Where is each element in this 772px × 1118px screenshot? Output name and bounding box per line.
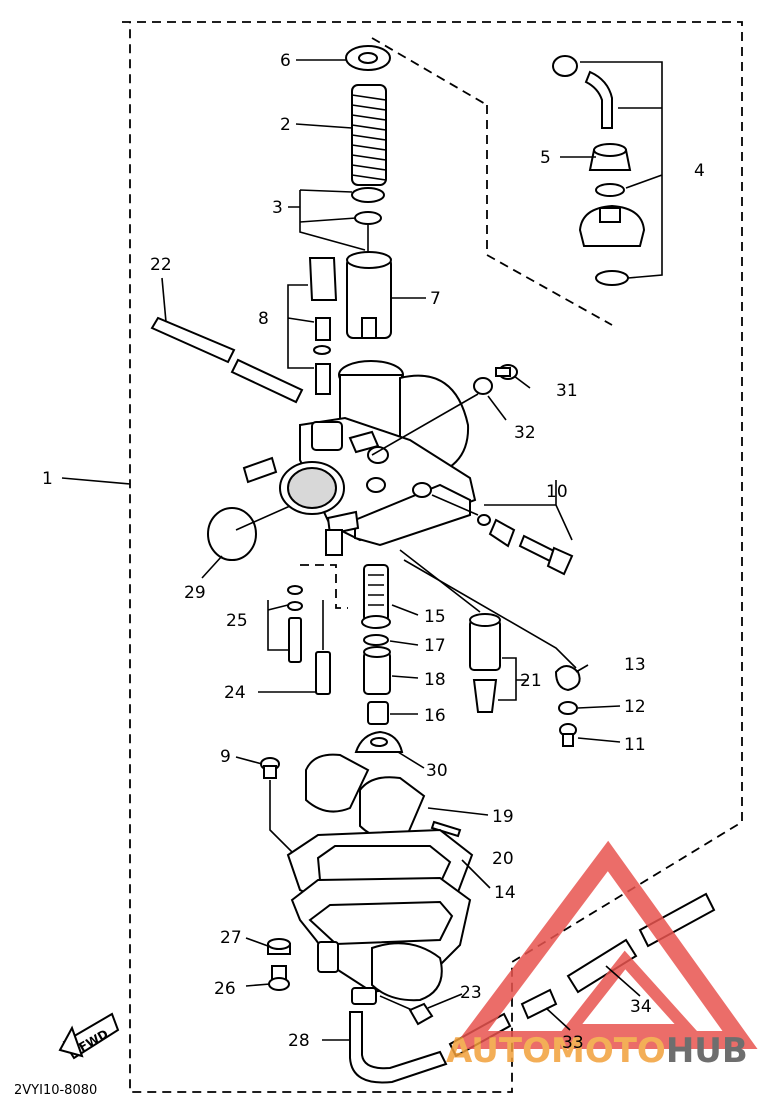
callout-bracket-4 (580, 61, 663, 279)
leader-line (461, 859, 491, 889)
part-starter-plunger-21 (469, 613, 501, 713)
part-label-4: 4 (694, 161, 705, 181)
watermark-word-part3: HUB (666, 1031, 748, 1071)
part-label-27: 27 (220, 928, 242, 948)
leader-line (427, 807, 489, 816)
part-label-1: 1 (42, 469, 53, 489)
assembly-outline (122, 21, 743, 1093)
part-label-20: 20 (492, 849, 514, 869)
part-o-ring-17 (363, 634, 389, 646)
part-label-21: 21 (520, 671, 542, 691)
part-drain-screw-26 (268, 965, 290, 991)
part-label-22: 22 (150, 255, 172, 275)
label-leaders (61, 59, 641, 1041)
automotohub-watermark: AUTOMOTOHUB (446, 840, 758, 1071)
callout-bracket-25 (267, 600, 290, 651)
leader-line (431, 494, 479, 516)
part-jet-holder-18 (363, 646, 391, 695)
part-needle-jet-15 (361, 564, 391, 629)
part-throttle-screw-10 (477, 514, 574, 576)
part-screw-23 (379, 995, 434, 1026)
part-label-13: 13 (624, 655, 646, 675)
part-o-ring-29 (207, 507, 257, 561)
part-label-28: 28 (288, 1031, 310, 1051)
part-label-6: 6 (280, 51, 291, 71)
part-label-16a: 16 (424, 706, 446, 726)
part-label-29: 29 (184, 583, 206, 603)
part-pilot-jet-24 (315, 600, 331, 695)
part-screw-9 (260, 757, 280, 779)
outline-link (371, 37, 488, 106)
part-baffle-30 (354, 730, 404, 753)
watermark-triangle-inner-icon (557, 950, 702, 1036)
part-float-chamber (290, 876, 472, 1005)
part-label-30: 30 (426, 761, 448, 781)
outline-link (486, 254, 613, 326)
part-washer-12 (558, 701, 578, 715)
part-label-11: 11 (624, 735, 646, 755)
part-label-25: 25 (226, 611, 248, 631)
part-label-32: 32 (514, 423, 536, 443)
part-float-19 (305, 753, 426, 841)
part-label-5: 5 (540, 148, 551, 168)
part-label-26: 26 (214, 979, 236, 999)
drawing-code: 2VYI10-8080 (14, 1083, 97, 1098)
watermark-text: AUTOMOTOHUB (446, 1031, 748, 1071)
callout-bracket-21 (498, 657, 528, 701)
part-main-jet-16 (367, 701, 389, 725)
part-label-8: 8 (258, 309, 269, 329)
part-carburetor-body-1 (242, 360, 477, 556)
part-label-19: 19 (492, 807, 514, 827)
leader-line (371, 393, 479, 456)
part-label-14: 14 (494, 883, 516, 903)
part-pilot-screw-8 (308, 257, 338, 395)
part-label-15: 15 (424, 607, 446, 627)
part-label-33: 33 (562, 1033, 584, 1053)
callout-bracket-8 (287, 284, 315, 369)
part-washer-27 (267, 938, 291, 955)
part-throttle-valve-7 (346, 251, 392, 339)
part-label-2: 2 (280, 115, 291, 135)
part-fitting-33 (520, 988, 558, 1020)
part-screw-31 (495, 364, 518, 380)
watermark-word-part2: MOTO (551, 1031, 666, 1071)
part-pin-20 (430, 820, 462, 838)
part-clip-3 (351, 187, 385, 255)
part-label-17: 17 (424, 636, 446, 656)
part-screw-11 (559, 723, 577, 747)
part-label-34: 34 (630, 997, 652, 1017)
part-tube-22 (150, 316, 304, 404)
link-dash (300, 564, 348, 609)
callout-bracket-10 (484, 480, 573, 541)
part-cap-assembly-4 (552, 55, 646, 286)
watermark-word-part1: AUTO (446, 1031, 551, 1071)
part-washer-32 (473, 377, 493, 395)
part-label-9: 9 (220, 747, 231, 767)
fwd-direction-marker: FWD (58, 1012, 120, 1060)
part-label-23: 23 (460, 983, 482, 1003)
part-label-7: 7 (430, 289, 441, 309)
part-label-10: 10 (546, 482, 568, 502)
part-label-24: 24 (224, 683, 246, 703)
part-screw-set-25 (287, 585, 303, 663)
part-label-3: 3 (272, 198, 283, 218)
part-label-12: 12 (624, 697, 646, 717)
part-label-31: 31 (556, 381, 578, 401)
part-spring-2 (351, 84, 387, 186)
part-label-18: 18 (424, 670, 446, 690)
part-clip-13 (554, 665, 581, 692)
link-line-13 (403, 559, 577, 669)
part-washer-6 (345, 45, 391, 71)
watermark-triangle-icon (452, 840, 758, 1049)
